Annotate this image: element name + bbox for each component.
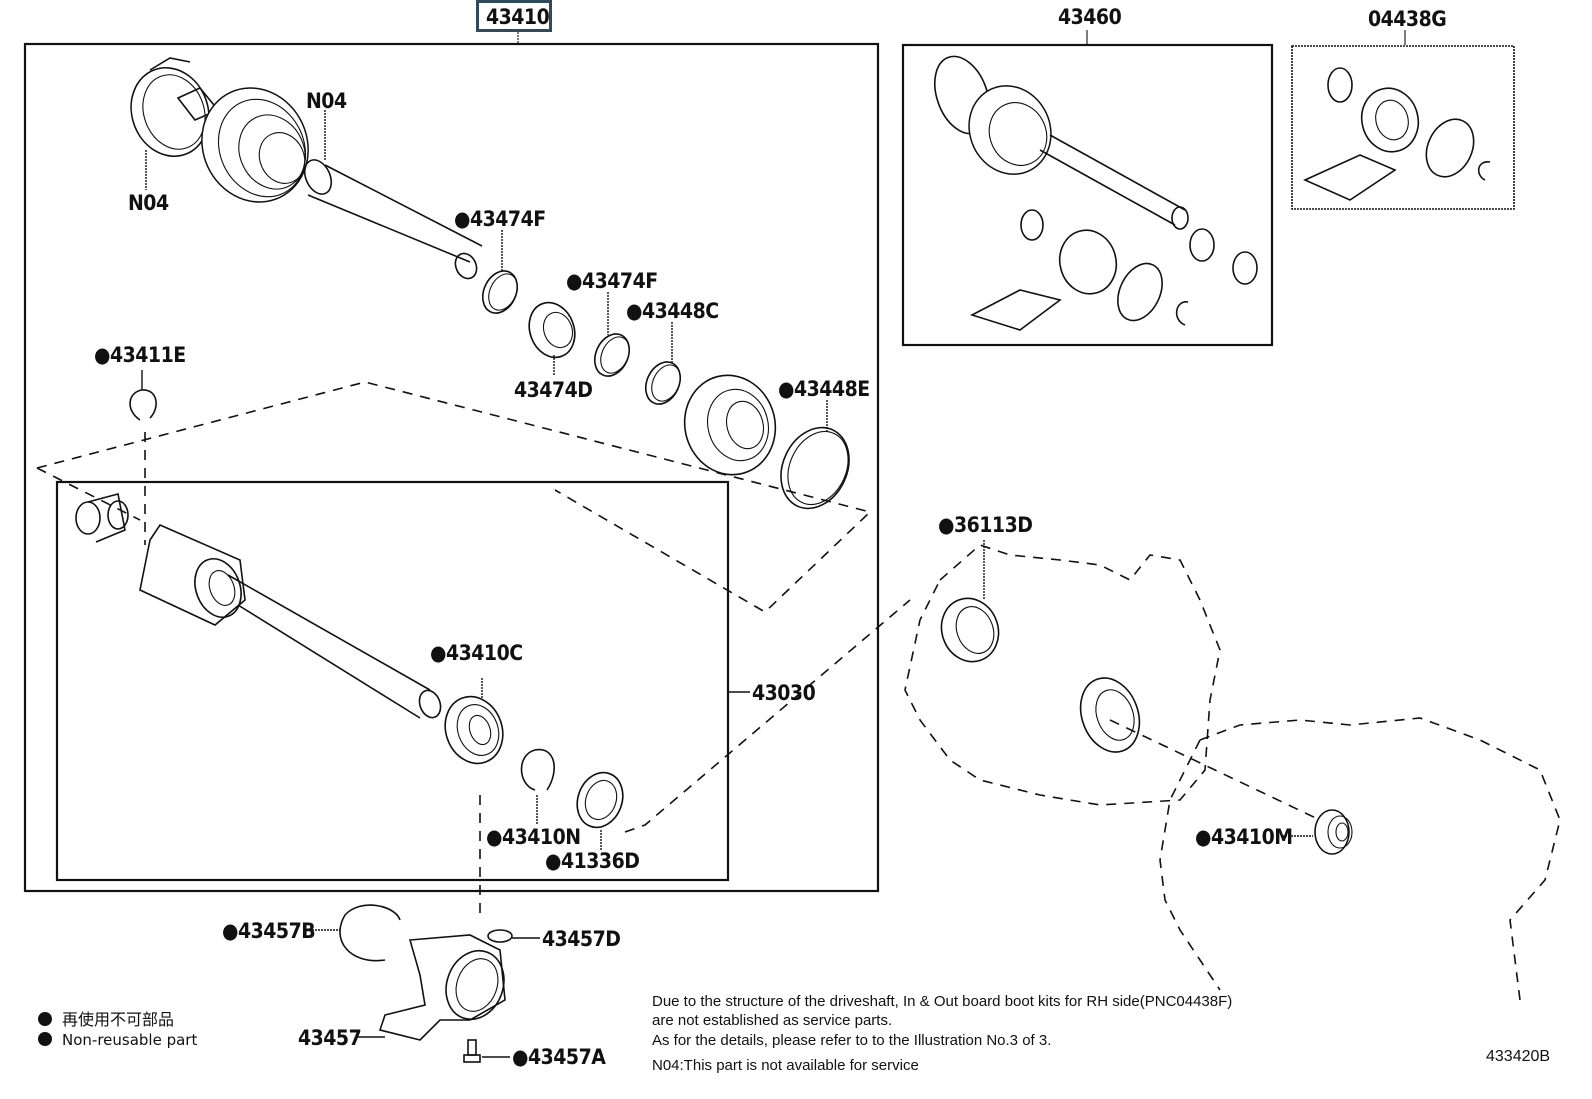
note-line-4: N04:This part is not available for servi… [652, 1057, 919, 1074]
transaxle-case-outline [904, 544, 1561, 1001]
callout-43457D[interactable]: 43457D [542, 927, 621, 951]
bearing-bracket-43457 [339, 904, 513, 1063]
callout-43474D[interactable]: 43474D [514, 378, 593, 402]
non-reusable-bullet-icon [38, 1012, 52, 1026]
snap-ring-43411E [129, 389, 157, 421]
callout-43474F-a[interactable]: ●43474F [454, 207, 546, 231]
callout-43410C[interactable]: ●43410C [430, 641, 523, 665]
bearing-43410M [1314, 809, 1353, 855]
inboard-joint-drawing [75, 493, 442, 719]
legend-item-english: Non-reusable part [38, 1031, 197, 1049]
callout-43448E[interactable]: ●43448E [778, 377, 870, 401]
oil-seal-41336D [576, 771, 624, 829]
outboard-joint-drawing [130, 57, 483, 280]
boot-kit-43460-frame [901, 43, 1274, 347]
main-assembly-title-box [476, 0, 552, 32]
main-assembly-frame [23, 32, 880, 893]
main-assembly-label[interactable]: 43410 [486, 5, 550, 29]
alignment-line-43410M [1109, 719, 1321, 821]
legend-item-japanese: 再使用不可部品 [38, 1006, 174, 1030]
callout-43457[interactable]: 43457 [298, 1026, 362, 1050]
boot-kit-04438G-frame [1291, 45, 1515, 210]
callout-43030[interactable]: 43030 [752, 681, 816, 705]
note-line-2: are not established as service parts. [652, 1012, 893, 1029]
boot-kit-04438G-drawing [1303, 67, 1491, 201]
callout-43457A[interactable]: ●43457A [512, 1045, 607, 1069]
alignment-line-41336D [624, 599, 911, 833]
note-line-3: As for the details, please refer to to t… [652, 1032, 1052, 1049]
non-reusable-bullet-icon [38, 1032, 52, 1046]
callout-43448C[interactable]: ●43448C [626, 299, 719, 323]
callout-n04-large[interactable]: N04 [128, 191, 169, 215]
callout-43460[interactable]: 43460 [1058, 5, 1122, 29]
callout-41336D[interactable]: ●41336D [545, 849, 640, 873]
exploded-view-outline [36, 381, 872, 613]
callout-43474F-b[interactable]: ●43474F [566, 269, 658, 293]
boot-kit-43460-drawing [934, 55, 1258, 331]
callout-36113D[interactable]: ●36113D [938, 513, 1033, 537]
bearing-43410C [444, 695, 504, 765]
callout-43410M[interactable]: ●43410M [1195, 825, 1293, 849]
note-line-1: Due to the structure of the driveshaft, … [652, 993, 1233, 1010]
legend-text-japanese: 再使用不可部品 [62, 1010, 175, 1029]
callout-n04-small[interactable]: N04 [306, 89, 347, 113]
legend-text-english: Non-reusable part [62, 1031, 198, 1049]
exploded-view-outline-edge [36, 467, 141, 521]
callout-43457B[interactable]: ●43457B [222, 919, 316, 943]
callout-43410N[interactable]: ●43410N [486, 825, 581, 849]
callout-43411E[interactable]: ●43411E [94, 343, 186, 367]
illustration-id: 433420B [1486, 1048, 1551, 1065]
snap-ring-43410N [520, 748, 555, 791]
inboard-boot-parts [481, 270, 850, 510]
callout-04438G[interactable]: 04438G [1368, 7, 1447, 31]
